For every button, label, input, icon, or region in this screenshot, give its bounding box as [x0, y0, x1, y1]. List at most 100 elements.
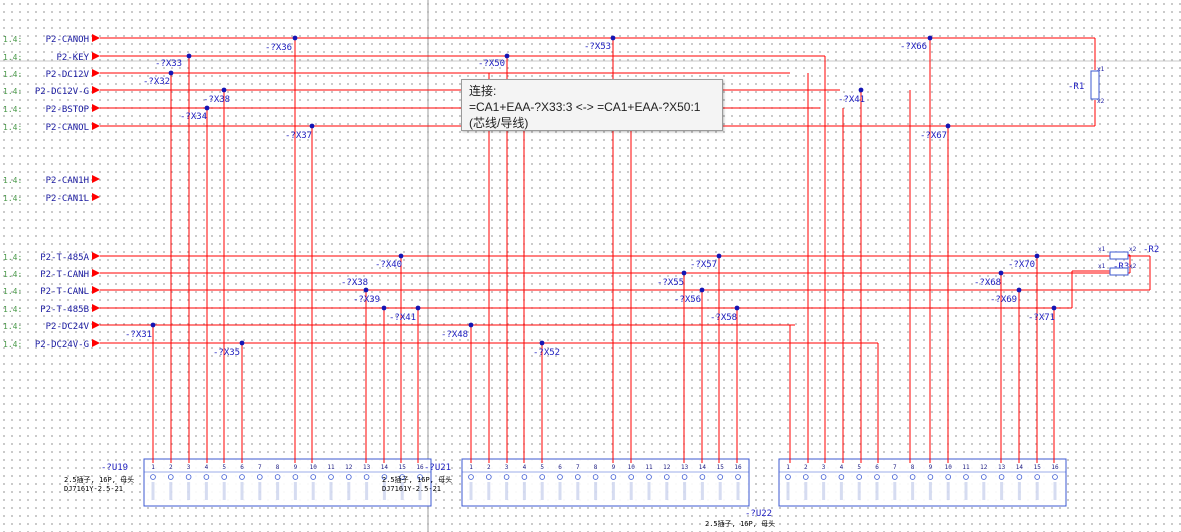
connector-pin-text-mark [558, 482, 562, 500]
connector-pin-text-mark [469, 482, 473, 500]
connector-pin-text-mark [311, 482, 315, 500]
connector-pin-text-mark [946, 482, 950, 500]
ref-label: -?X69 [990, 295, 1017, 305]
signal-arrow [92, 321, 100, 329]
connector-pin-socket [802, 474, 809, 480]
connector-pin-number: 3 [822, 464, 826, 471]
connector-pin-number: 12 [345, 464, 353, 471]
connector-pin-number: 4 [523, 464, 527, 471]
connector-pin-number: 3 [187, 464, 191, 471]
tooltip-note: (芯线/导线) [469, 116, 529, 130]
connector-pin-socket [468, 474, 474, 480]
connector-pin-socket [856, 474, 862, 480]
connector-pin-socket [874, 474, 880, 480]
ref-label: -?X38 [341, 278, 368, 288]
ref-label: -?X32 [143, 77, 170, 87]
signal-prefix: 1.4: [3, 305, 22, 314]
junction-node [1034, 253, 1040, 259]
junction-node [927, 35, 933, 41]
ref-label: -?X50 [478, 59, 505, 69]
signal-arrow [92, 122, 100, 130]
signal-arrow [92, 304, 100, 312]
junction-node [292, 35, 298, 41]
connector-pin-socket [381, 474, 388, 480]
connector-pin-number: 5 [222, 464, 226, 471]
connector-pin-text-mark [276, 482, 280, 500]
ref-label: -?X70 [1008, 260, 1035, 270]
connector-pin-number: 5 [857, 464, 861, 471]
connector-pin-number: 4 [205, 464, 209, 471]
junction-node [468, 322, 474, 328]
connector-pin-number: 12 [980, 464, 988, 471]
connector-pin-text-mark [329, 482, 333, 500]
connector-pin-socket [909, 474, 916, 480]
signal-label-p2-bstop: P2-BSTOP [46, 105, 90, 115]
signal-prefix: 1.4: [3, 340, 22, 349]
ref-label: -?X31 [125, 330, 152, 340]
signal-prefix: 1.4: [3, 322, 22, 331]
connector-pin-text-mark [1035, 482, 1039, 500]
connector-pin-socket [785, 474, 791, 480]
connector-pin-number: 14 [699, 464, 707, 471]
connector-pin-number: 11 [962, 464, 970, 471]
connector-pin-number: 13 [363, 464, 371, 471]
signal-prefix: 1.4: [3, 35, 22, 44]
connector-ref-label: -?U19 [101, 463, 128, 473]
connector-pin-number: 14 [381, 464, 389, 471]
resistor-pin-label: x2 [1097, 98, 1105, 105]
ref-label: -?X37 [285, 131, 312, 141]
signal-label-p2-dc12v-g: P2-DC12V-G [35, 87, 89, 97]
connector-pin-socket [592, 474, 599, 480]
junction-node [858, 87, 864, 93]
connector-pin-number: 7 [893, 464, 897, 471]
ref-label: -?X68 [974, 278, 1001, 288]
connector-pin-number: 1 [469, 464, 473, 471]
connector-pin-number: 8 [594, 464, 598, 471]
connector-pin-text-mark [629, 482, 633, 500]
signal-label-p2-t-canl: P2-T-CANL [40, 287, 89, 297]
ref-label: -R1 [1068, 82, 1084, 92]
connector-pin-socket [150, 474, 156, 480]
connector-desc-label: 2.5插子, 16P, 母头 [64, 475, 134, 484]
connector-pin-socket [681, 474, 688, 480]
tooltip-connection: =CA1+EAA-?X33:3 <-> =CA1+EAA-?X50:1 [469, 100, 701, 114]
connector-pin-number: 1 [151, 464, 155, 471]
tooltip-title: 连接: [469, 84, 497, 98]
junction-node [381, 305, 387, 311]
connector-pin-text-mark [822, 482, 826, 500]
connector-pin-number: 15 [1034, 464, 1042, 471]
connector-part-label: DJ7161Y-2.5-21 [382, 485, 441, 493]
junction-node [204, 105, 210, 111]
connector-pin-socket [628, 474, 634, 480]
signal-prefix: 1.4: [3, 53, 22, 62]
connector-pin-number: 16 [734, 464, 742, 471]
connector-pin-number: 13 [681, 464, 689, 471]
signal-label-p2-t-canh: P2-T-CANH [40, 270, 89, 280]
ref-label: -?X33 [155, 59, 182, 69]
junction-node [168, 70, 174, 76]
connector-pin-socket [203, 474, 210, 480]
connector-pin-number: 7 [576, 464, 580, 471]
junction-node [309, 123, 315, 129]
junction-node [610, 35, 616, 41]
junction-node [186, 53, 192, 59]
connector-pin-socket [256, 474, 263, 480]
connector-pin-socket [503, 474, 510, 480]
signal-arrow [92, 175, 100, 183]
connector-pin-socket [699, 474, 706, 480]
connector-pin-number: 13 [998, 464, 1006, 471]
connector-pin-number: 14 [1016, 464, 1024, 471]
connector-pin-number: 6 [558, 464, 562, 471]
ref-label: -?X38 [203, 95, 230, 105]
connector-pin-text-mark [418, 482, 422, 500]
junction-node [945, 123, 951, 129]
connector-pin-socket [539, 474, 545, 480]
signal-prefix: 1.4: [3, 70, 22, 79]
connector-pin-socket [927, 474, 934, 480]
connector-pin-number: 2 [487, 464, 491, 471]
signal-arrow [92, 269, 100, 277]
junction-node [239, 340, 245, 346]
connector-pin-number: 16 [1051, 464, 1059, 471]
connector-pin-number: 16 [416, 464, 424, 471]
junction-node [681, 270, 687, 276]
